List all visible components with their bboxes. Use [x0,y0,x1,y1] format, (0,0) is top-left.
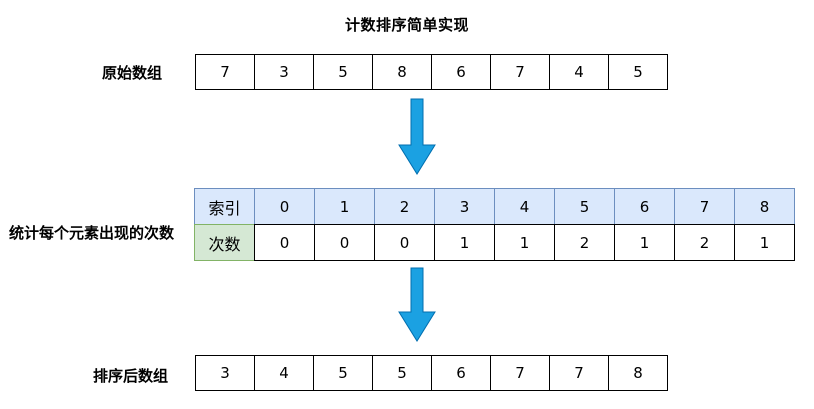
count-cell: 0 [254,224,315,261]
down-arrow-icon [398,98,436,175]
count-cell: 1 [434,224,495,261]
original-cell: 7 [490,54,550,90]
index-cell: 5 [554,188,615,225]
index-cell: 8 [734,188,795,225]
sorted-array-label: 排序后数组 [93,367,169,385]
original-cell: 7 [195,54,255,90]
sorted-cell: 8 [608,355,668,391]
index-cell: 0 [254,188,315,225]
sorted-cell: 6 [431,355,491,391]
original-array-label: 原始数组 [102,64,163,82]
count-cell: 0 [374,224,435,261]
index-header: 索引 [194,188,255,225]
index-cell: 1 [314,188,375,225]
sorted-cell: 3 [195,355,255,391]
count-cell: 2 [554,224,615,261]
original-cell: 6 [431,54,491,90]
index-cell: 3 [434,188,495,225]
index-cell: 7 [674,188,735,225]
original-cell: 5 [313,54,373,90]
count-cell: 0 [314,224,375,261]
index-cell: 4 [494,188,555,225]
sorted-cell: 7 [549,355,609,391]
index-cell: 2 [374,188,435,225]
count-cell: 1 [734,224,795,261]
sorted-cell: 7 [490,355,550,391]
sorted-cell: 5 [313,355,373,391]
original-cell: 4 [549,54,609,90]
count-header: 次数 [194,224,255,261]
count-cell: 1 [614,224,675,261]
sorted-cell: 5 [372,355,432,391]
count-cell: 2 [674,224,735,261]
count-table-label: 统计每个元素出现的次数 [9,224,175,242]
down-arrow-icon [398,267,436,342]
original-cell: 8 [372,54,432,90]
original-cell: 5 [608,54,668,90]
index-cell: 6 [614,188,675,225]
sorted-cell: 4 [254,355,314,391]
diagram-title: 计数排序简单实现 [344,16,469,34]
original-cell: 3 [254,54,314,90]
count-cell: 1 [494,224,555,261]
